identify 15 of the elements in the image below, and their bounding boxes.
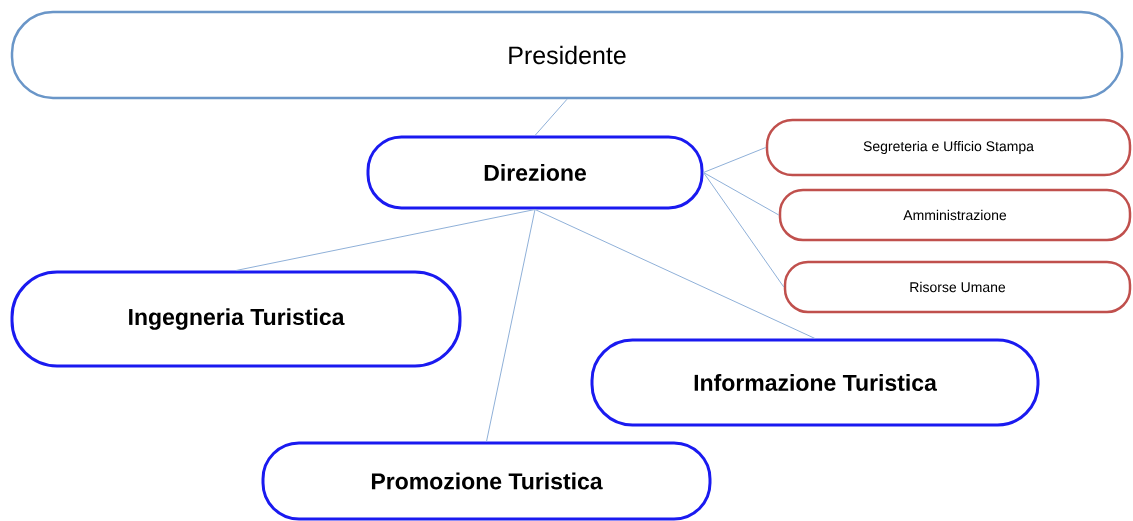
connector-line [703, 172, 785, 288]
connector-line [486, 209, 536, 442]
department-box: Informazione Turistica [590, 338, 1040, 427]
office-box: Amministrazione [778, 188, 1132, 242]
department-box: Promozione Turistica [261, 441, 712, 521]
connector-line [235, 209, 536, 271]
office-box: Segreteria e Ufficio Stampa [765, 118, 1132, 177]
rounded-box: Presidente [10, 10, 1124, 100]
connector-line [703, 147, 767, 173]
connector-line [534, 209, 816, 339]
department-box: Ingegneria Turistica [10, 270, 462, 368]
connector-line [703, 172, 780, 216]
connector-line [534, 98, 568, 136]
department-box: Direzione [366, 135, 704, 210]
office-box: Risorse Umane [783, 260, 1132, 314]
